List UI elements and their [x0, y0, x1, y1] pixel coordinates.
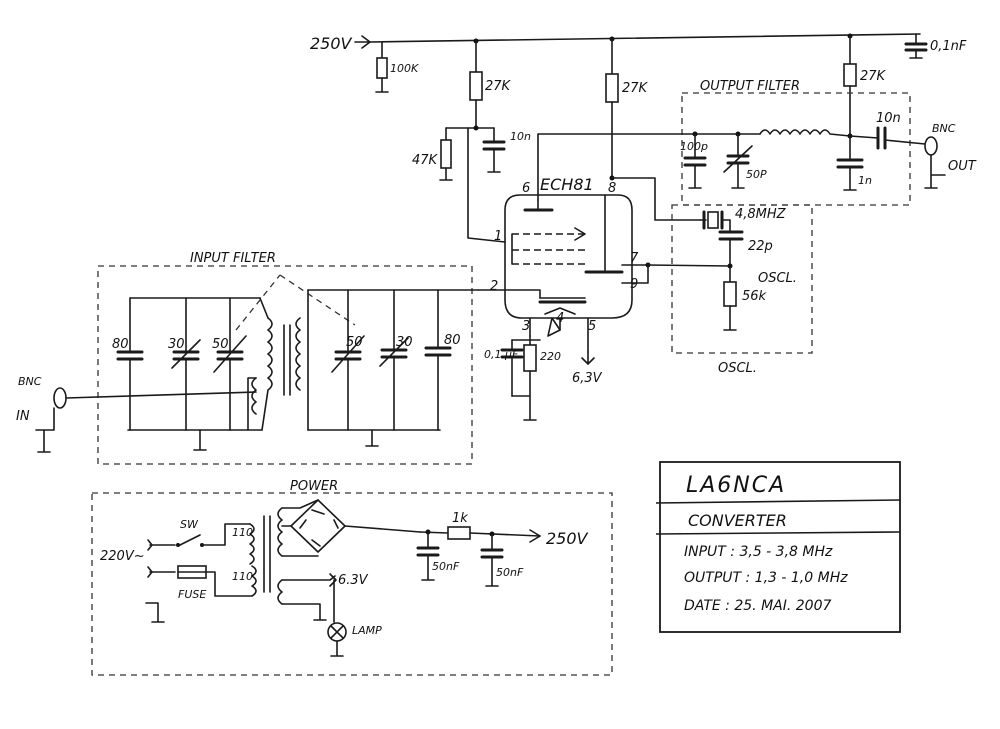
label-pin6: 6	[522, 181, 530, 196]
label-6-3v-pwr: 6.3V	[338, 573, 369, 588]
input-filter: INPUT FILTER 80 30 50	[97, 251, 506, 465]
label-1k: 1k	[452, 511, 468, 526]
resistor-27k-c: 27K	[843, 35, 887, 137]
info-date: DATE : 25. MAI. 2007	[684, 598, 831, 614]
label-110b: 110	[232, 570, 253, 583]
label-bnc-in: BNC	[18, 375, 42, 388]
label-0-1nf: 0,1nF	[930, 39, 967, 54]
label-pin7: 7	[630, 251, 639, 266]
label-ech81: ECH81	[540, 175, 594, 194]
label-80a: 80	[112, 337, 129, 352]
label-oscl-box: OSCL.	[718, 361, 757, 376]
label-22p: 22p	[748, 239, 773, 254]
label-6-3v-tube: 6,3V	[572, 371, 603, 386]
label-27k-c: 27K	[860, 69, 887, 84]
label-input-filter: INPUT FILTER	[190, 251, 276, 266]
output-filter: OUTPUT FILTER 100p 50P 1n 10n	[537, 79, 926, 206]
label-50b: 50	[346, 335, 363, 350]
oscillator-circuit: 4,8MHZ 22p OSCL. 56k OSCL.	[647, 204, 813, 376]
bnc-out-connector: BNC OUT	[924, 122, 977, 189]
label-27k-b: 27K	[622, 81, 649, 96]
power-supply: POWER 220V~ SW FUSE 110 110	[91, 479, 613, 676]
label-250v-out: 250V	[546, 529, 589, 548]
ht-rail: 250V	[310, 33, 921, 53]
label-pin8: 8	[608, 181, 616, 196]
label-oscl-near: OSCL.	[758, 271, 797, 286]
label-50p: 50P	[746, 168, 767, 181]
grid-bias-network: 27K 47K 10n	[412, 40, 531, 243]
label-50a: 50	[212, 337, 229, 352]
label-47k: 47K	[412, 153, 439, 168]
label-1n: 1n	[858, 174, 872, 187]
label-pin3: 3	[522, 319, 530, 334]
tube-ech81: ECH81 6 8 1 2 7 9 3 4 5	[490, 175, 651, 353]
bnc-in-connector: BNC IN	[16, 375, 257, 453]
label-27k-a: 27K	[485, 79, 512, 94]
title-block: LA6NCA CONVERTER INPUT : 3,5 - 3,8 MHz O…	[655, 461, 901, 633]
label-80b: 80	[444, 333, 461, 348]
label-pin9: 9	[630, 277, 638, 292]
label-xtal: 4,8MHZ	[735, 207, 787, 222]
label-220: 220	[540, 350, 561, 363]
label-power: POWER	[290, 479, 338, 494]
capacitor-0-1nf: 0,1nF	[904, 33, 967, 59]
label-10n: 10n	[510, 130, 531, 143]
label-30b: 30	[396, 335, 413, 350]
label-10n-out: 10n	[876, 111, 901, 126]
label-pin2: 2	[490, 279, 498, 294]
label-30a: 30	[168, 337, 185, 352]
label-110a: 110	[232, 526, 253, 539]
resistor-100k: 100K	[375, 41, 419, 93]
info-input: INPUT : 3,5 - 3,8 MHz	[684, 544, 833, 560]
label-fuse: FUSE	[178, 588, 206, 601]
label-pin1: 1	[494, 229, 502, 244]
label-250v-top: 250V	[310, 34, 353, 53]
label-56k: 56k	[742, 289, 767, 304]
label-output-filter: OUTPUT FILTER	[700, 79, 800, 94]
label-100k: 100K	[390, 62, 419, 75]
label-50nf-b: 50nF	[496, 566, 524, 579]
label-bnc-out: BNC	[932, 122, 956, 135]
label-50nf-a: 50nF	[432, 560, 460, 573]
resistor-27k-b: 27K	[604, 38, 701, 273]
label-0-1uf: 0,1 µF	[484, 348, 519, 361]
label-in: IN	[16, 409, 30, 424]
title-callsign: LA6NCA	[686, 473, 786, 498]
info-output: OUTPUT : 1,3 - 1,0 MHz	[684, 570, 848, 586]
label-out: OUT	[948, 159, 977, 174]
label-220v: 220V~	[100, 549, 145, 564]
label-100p: 100p	[680, 140, 708, 153]
label-sw: SW	[180, 518, 199, 531]
title-device: CONVERTER	[688, 511, 787, 530]
label-lamp: LAMP	[352, 624, 382, 637]
cathode-network: 0,1 µF 220 6,3V	[484, 317, 603, 421]
label-pin5: 5	[588, 319, 596, 334]
